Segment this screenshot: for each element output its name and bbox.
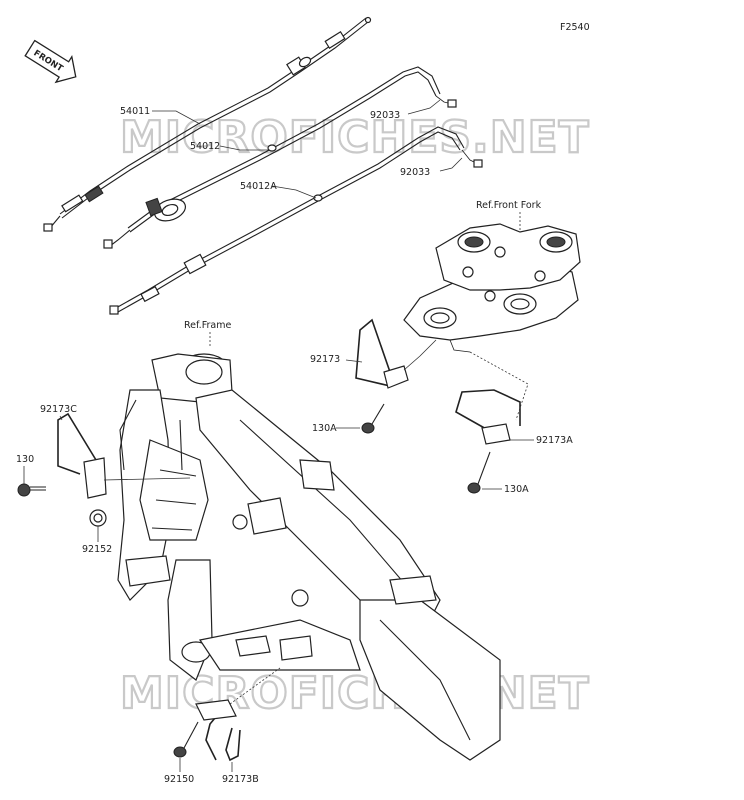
cable-54012a[interactable] xyxy=(109,126,483,315)
cable-54012[interactable] xyxy=(103,66,457,249)
clamp-92173b[interactable] xyxy=(195,667,281,762)
label-92152[interactable]: 92152 xyxy=(82,544,112,555)
label-130a-right[interactable]: 130A xyxy=(504,484,529,495)
figure-code: F2540 xyxy=(560,22,590,33)
label-54011[interactable]: 54011 xyxy=(120,106,150,117)
label-92033-bottom[interactable]: 92033 xyxy=(400,167,430,178)
clamp-92173[interactable] xyxy=(355,318,437,389)
front-arrow-icon: FRONT xyxy=(24,39,77,84)
label-54012[interactable]: 54012 xyxy=(190,141,220,152)
label-92173a[interactable]: 92173A xyxy=(536,435,573,446)
collar-92152[interactable] xyxy=(89,509,107,527)
label-92173b[interactable]: 92173B xyxy=(222,774,259,785)
bolt-130a-right[interactable] xyxy=(467,451,491,494)
bolt-130a-left[interactable] xyxy=(361,403,385,434)
label-54012a[interactable]: 54012A xyxy=(240,181,277,192)
cable-54011[interactable] xyxy=(43,16,372,232)
label-92173c[interactable]: 92173C xyxy=(40,404,77,415)
label-130[interactable]: 130 xyxy=(16,454,34,465)
watermark-text-top: MICROFICHES.NET xyxy=(120,112,590,163)
label-92150[interactable]: 92150 xyxy=(164,774,194,785)
front-fork-triple-clamp xyxy=(403,223,581,353)
clamp-92173c[interactable] xyxy=(57,412,191,499)
label-92173[interactable]: 92173 xyxy=(310,354,340,365)
motorcycle-frame xyxy=(117,353,501,761)
watermark-top: MICROFICHES.NET xyxy=(119,111,590,164)
label-130a-left[interactable]: 130A xyxy=(312,423,337,434)
ref-frame-label: Ref.Frame xyxy=(184,320,231,331)
bolt-130[interactable] xyxy=(17,483,46,497)
bolt-92150[interactable] xyxy=(173,721,199,758)
ref-front-fork-label: Ref.Front Fork xyxy=(476,200,542,211)
label-92033-top[interactable]: 92033 xyxy=(370,110,400,121)
clamp-92173a[interactable] xyxy=(455,351,529,445)
